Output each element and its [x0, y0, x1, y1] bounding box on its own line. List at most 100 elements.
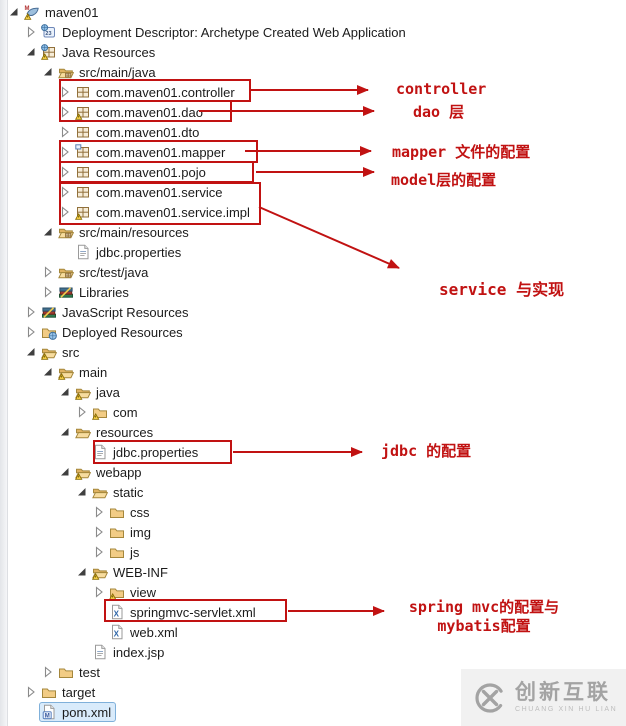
collapse-arrow-icon[interactable] [40, 224, 56, 240]
tree-row-com-maven01-service[interactable]: com.maven01.service [0, 182, 626, 202]
expand-arrow-icon[interactable] [91, 584, 107, 600]
tree-row-webapp[interactable]: webapp [0, 462, 626, 482]
row-content[interactable]: jdbc.properties [90, 442, 203, 462]
row-content[interactable]: Java Resources [39, 42, 160, 62]
tree-row-libraries[interactable]: Libraries [0, 282, 626, 302]
tree-row-com-maven01-controller[interactable]: com.maven01.controller [0, 82, 626, 102]
collapse-arrow-icon[interactable] [57, 464, 73, 480]
row-content[interactable]: src/test/java [56, 262, 153, 282]
row-content[interactable]: Deployed Resources [39, 322, 188, 342]
tree-row-static[interactable]: static [0, 482, 626, 502]
collapse-arrow-icon[interactable] [57, 424, 73, 440]
tree-row-java-resources[interactable]: Java Resources [0, 42, 626, 62]
tree-row-view[interactable]: view [0, 582, 626, 602]
collapse-arrow-icon[interactable] [74, 564, 90, 580]
expand-arrow-icon[interactable] [74, 404, 90, 420]
collapse-arrow-icon[interactable] [6, 4, 22, 20]
expand-arrow-icon[interactable] [57, 184, 73, 200]
row-content[interactable]: src/main/java [56, 62, 161, 82]
row-content[interactable]: com.maven01.service.impl [73, 202, 255, 222]
tree-row-index-jsp[interactable]: index.jsp [0, 642, 626, 662]
row-content[interactable]: main [56, 362, 112, 382]
row-content[interactable]: com [90, 402, 143, 422]
expand-arrow-icon[interactable] [91, 524, 107, 540]
row-content[interactable]: com.maven01.controller [73, 82, 240, 102]
row-content[interactable]: src [39, 342, 84, 362]
row-content[interactable]: com.maven01.dao [73, 102, 208, 122]
tree-row-img[interactable]: img [0, 522, 626, 542]
expand-arrow-icon[interactable] [40, 664, 56, 680]
tree-row-java[interactable]: java [0, 382, 626, 402]
tree-row-src-main-java[interactable]: src/main/java [0, 62, 626, 82]
tree-row-deployed-resources[interactable]: Deployed Resources [0, 322, 626, 342]
tree-row-css[interactable]: css [0, 502, 626, 522]
tree-row-com-maven01-mapper[interactable]: com.maven01.mapper [0, 142, 626, 162]
tree-row-jdbc-properties[interactable]: jdbc.properties [0, 442, 626, 462]
tree-row-com[interactable]: com [0, 402, 626, 422]
row-content[interactable]: WEB-INF [90, 562, 173, 582]
row-content[interactable]: webapp [73, 462, 147, 482]
collapse-arrow-icon[interactable] [40, 64, 56, 80]
collapse-arrow-icon[interactable] [74, 484, 90, 500]
tree-row-javascript-resources[interactable]: JavaScript Resources [0, 302, 626, 322]
expand-arrow-icon[interactable] [40, 284, 56, 300]
row-content[interactable]: Libraries [56, 282, 134, 302]
row-content[interactable]: com.maven01.service [73, 182, 227, 202]
collapse-arrow-icon[interactable] [57, 384, 73, 400]
tree-row-src-main-resources[interactable]: src/main/resources [0, 222, 626, 242]
expand-arrow-icon[interactable] [40, 264, 56, 280]
row-content[interactable]: index.jsp [90, 642, 169, 662]
tree-row-com-maven01-service-impl[interactable]: com.maven01.service.impl [0, 202, 626, 222]
row-content[interactable]: view [107, 582, 161, 602]
tree-row-src[interactable]: src [0, 342, 626, 362]
tree-row-com-maven01-dao[interactable]: com.maven01.dao [0, 102, 626, 122]
row-content[interactable]: css [107, 502, 155, 522]
row-content[interactable]: jdbc.properties [73, 242, 186, 262]
row-content[interactable]: com.maven01.pojo [73, 162, 211, 182]
collapse-arrow-icon[interactable] [23, 344, 39, 360]
expand-arrow-icon[interactable] [23, 684, 39, 700]
tree-row-js[interactable]: js [0, 542, 626, 562]
tree-row-target[interactable]: target [0, 682, 626, 702]
row-content[interactable]: java [73, 382, 125, 402]
expand-arrow-icon[interactable] [57, 144, 73, 160]
expand-arrow-icon[interactable] [23, 324, 39, 340]
expand-arrow-icon[interactable] [57, 84, 73, 100]
tree-row-jdbc-properties[interactable]: jdbc.properties [0, 242, 626, 262]
row-content[interactable]: test [56, 662, 105, 682]
row-content[interactable]: src/main/resources [56, 222, 194, 242]
expand-arrow-icon[interactable] [91, 504, 107, 520]
row-content[interactable]: static [90, 482, 148, 502]
tree-row-main[interactable]: main [0, 362, 626, 382]
expand-arrow-icon[interactable] [57, 204, 73, 220]
collapse-arrow-icon[interactable] [23, 44, 39, 60]
tree-row-test[interactable]: test [0, 662, 626, 682]
tree-row-web-inf[interactable]: WEB-INF [0, 562, 626, 582]
row-content[interactable]: target [39, 682, 100, 702]
expand-arrow-icon[interactable] [57, 104, 73, 120]
row-content[interactable]: img [107, 522, 156, 542]
tree-row-src-test-java[interactable]: src/test/java [0, 262, 626, 282]
tree-row-com-maven01-pojo[interactable]: com.maven01.pojo [0, 162, 626, 182]
row-content[interactable]: JavaScript Resources [39, 302, 193, 322]
expand-arrow-icon[interactable] [23, 304, 39, 320]
tree-row-resources[interactable]: resources [0, 422, 626, 442]
row-content[interactable]: com.maven01.mapper [73, 142, 230, 162]
tree-row-com-maven01-dto[interactable]: com.maven01.dto [0, 122, 626, 142]
expand-arrow-icon[interactable] [57, 124, 73, 140]
collapse-arrow-icon[interactable] [40, 364, 56, 380]
row-content[interactable]: js [107, 542, 144, 562]
expand-arrow-icon[interactable] [23, 24, 39, 40]
row-content[interactable]: resources [73, 422, 158, 442]
expand-arrow-icon[interactable] [57, 164, 73, 180]
expand-arrow-icon[interactable] [91, 544, 107, 560]
